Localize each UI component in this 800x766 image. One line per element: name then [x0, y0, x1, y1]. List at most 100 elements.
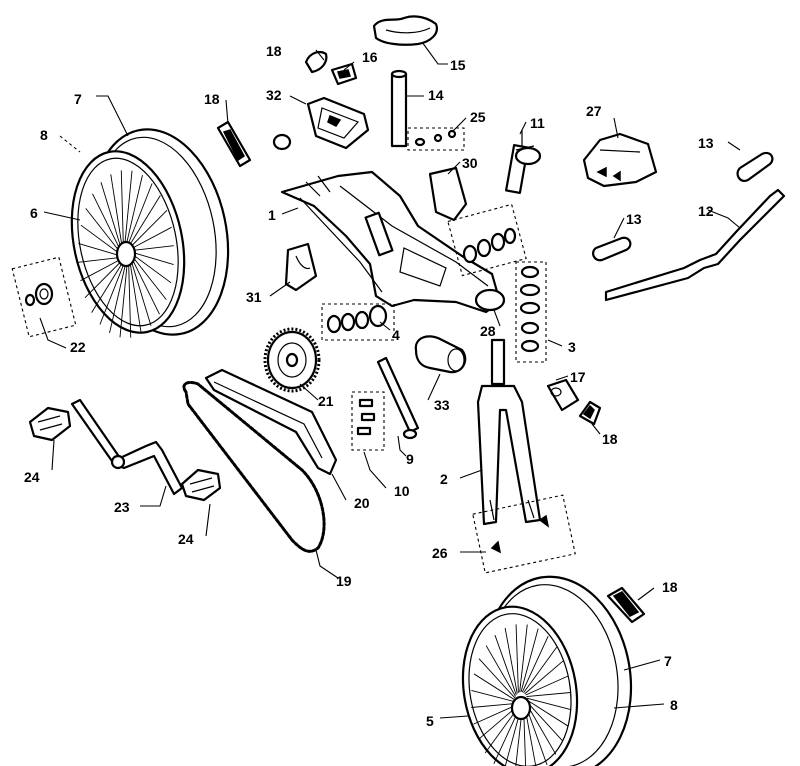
- leader-lines: [39, 41, 741, 719]
- bottom-bracket-shell: [414, 335, 467, 374]
- rear-wheel-assembly: [70, 128, 230, 338]
- callout-2: 2: [440, 471, 448, 487]
- spoke: [526, 692, 571, 697]
- bracket-hardware: [351, 391, 385, 451]
- crank-arm: [70, 398, 184, 496]
- spoke: [110, 174, 123, 248]
- middle-grip: [592, 236, 632, 262]
- spoke: [519, 624, 528, 693]
- spoke: [526, 699, 569, 727]
- reflector-pad-bottom: [606, 586, 646, 624]
- callout-labels: 7 8 6 22 18 16 15 18 32 14 25 11 27 13 3…: [24, 43, 714, 729]
- callout-24-mid: 24: [178, 531, 194, 547]
- front-wheel-assembly: [461, 575, 633, 766]
- callout-14: 14: [428, 87, 444, 103]
- spoke: [78, 257, 121, 263]
- head-tube: [474, 288, 506, 312]
- callout-5: 5: [426, 713, 434, 729]
- callout-20: 20: [354, 495, 370, 511]
- left-pedal: [28, 406, 72, 442]
- cover-plate: [428, 166, 468, 222]
- callout-17: 17: [570, 369, 586, 385]
- callout-33: 33: [434, 397, 450, 413]
- spoke: [131, 253, 172, 284]
- spoke: [131, 255, 167, 300]
- spoke: [84, 259, 123, 299]
- reflector-pad-mid: [578, 400, 602, 426]
- spoke: [494, 634, 517, 696]
- spoke: [128, 261, 132, 338]
- callout-13-right: 13: [698, 135, 714, 151]
- callout-12: 12: [698, 203, 714, 219]
- callout-25: 25: [470, 109, 486, 125]
- right-grip: [736, 151, 774, 182]
- rear-wheel-spokes: [78, 170, 174, 338]
- spoke: [130, 258, 152, 326]
- spoke: [80, 224, 121, 255]
- callout-8-top: 8: [40, 127, 48, 143]
- spoke: [100, 182, 122, 250]
- spoke: [525, 675, 569, 696]
- chain-guard: [582, 132, 658, 188]
- callout-18-mid: 18: [602, 431, 618, 447]
- callout-23: 23: [114, 499, 130, 515]
- callout-26: 26: [432, 545, 448, 561]
- callout-10: 10: [394, 483, 410, 499]
- handlebar: [604, 188, 786, 302]
- spoke: [125, 174, 143, 247]
- seat: [372, 15, 438, 46]
- spoke: [471, 703, 516, 708]
- callout-8-bottom: 8: [670, 697, 678, 713]
- rear-axle-parts: [11, 256, 77, 338]
- spoke: [523, 646, 558, 694]
- callout-16: 16: [362, 49, 378, 65]
- spoke: [91, 260, 124, 313]
- spoke: [515, 624, 519, 693]
- reflector-bracket-left: [216, 120, 252, 168]
- spoke: [130, 226, 172, 250]
- bike-chain: [182, 380, 326, 553]
- spoke: [526, 701, 564, 742]
- rear-hub: [115, 240, 137, 268]
- seat-clamp: [330, 62, 358, 86]
- seat-post: [390, 69, 408, 148]
- spoke: [504, 627, 518, 694]
- spoke: [521, 636, 549, 693]
- spoke: [124, 170, 133, 247]
- spoke: [478, 658, 516, 699]
- frame-nut: [272, 133, 292, 151]
- fork-axle-hardware: [472, 494, 576, 574]
- callout-24-left: 24: [24, 469, 40, 485]
- handlebar-stem: [505, 130, 542, 194]
- spoke: [520, 628, 539, 693]
- spoke: [473, 673, 516, 701]
- chainring-sprocket: [263, 327, 321, 393]
- spoke: [109, 261, 127, 334]
- front-fork: [476, 338, 542, 526]
- callout-30: 30: [462, 155, 478, 171]
- callout-1: 1: [268, 207, 276, 223]
- callout-31: 31: [246, 289, 262, 305]
- spoke: [473, 704, 517, 725]
- spoke: [78, 243, 121, 257]
- callout-19: 19: [336, 573, 352, 589]
- front-hub: [510, 695, 532, 721]
- spoke: [478, 705, 518, 740]
- seat-post-clamp-bolts: [407, 127, 465, 151]
- spoke: [131, 251, 174, 265]
- bottom-bracket-bearings: [321, 303, 395, 341]
- spoke: [485, 645, 516, 697]
- upper-bearing-set: [447, 203, 527, 277]
- callout-4: 4: [392, 327, 400, 343]
- bike-frame: [280, 170, 506, 314]
- callout-3: 3: [568, 339, 576, 355]
- spoke: [524, 660, 564, 695]
- kickstand: [376, 356, 420, 440]
- spoke: [126, 183, 153, 247]
- spoke: [99, 261, 126, 325]
- spoke: [119, 261, 128, 338]
- callout-21: 21: [318, 393, 334, 409]
- callout-27: 27: [586, 103, 602, 119]
